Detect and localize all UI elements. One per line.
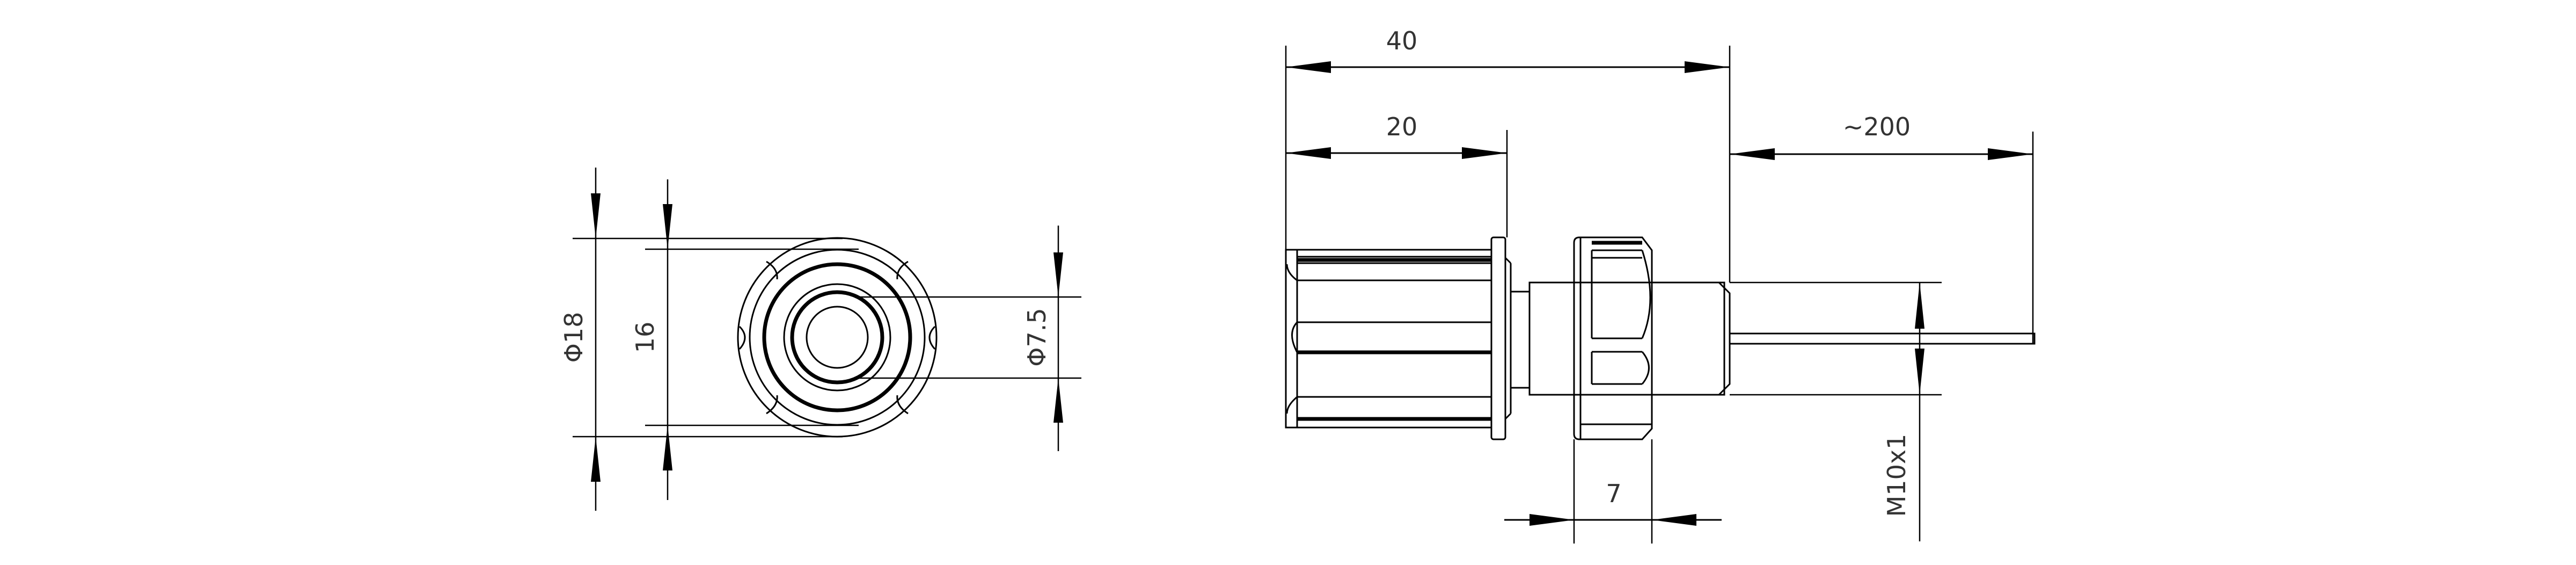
knob-flange	[1490, 236, 1512, 440]
front-view: Φ18 16 Φ7.5	[559, 168, 1081, 511]
dim-thread: M10x1	[1730, 281, 1942, 541]
knurl-notches	[738, 260, 936, 415]
knob-body	[1285, 249, 1492, 429]
dim-label-outer-diameter: Φ18	[559, 312, 588, 363]
dim-label-wire-length: ~200	[1843, 112, 1911, 141]
hex-nut	[1573, 236, 1653, 440]
dim-label-inner-height: 16	[631, 322, 660, 353]
wire-lead	[1729, 332, 2036, 345]
dim-knob-length: 20	[1286, 112, 1508, 237]
dim-wire-length: ~200	[1730, 112, 2034, 344]
stub	[1510, 291, 1531, 389]
dim-bore-diameter: Φ7.5	[859, 226, 1081, 451]
dim-label-overall-length: 40	[1386, 26, 1418, 55]
front-view-rings	[737, 237, 938, 438]
side-view: 40 20 ~200 7	[1285, 26, 2036, 544]
dim-label-bore-diameter: Φ7.5	[1022, 308, 1051, 366]
dim-inner-height: 16	[631, 179, 859, 500]
dim-overall-length: 40	[1285, 26, 1731, 282]
dim-label-knob-length: 20	[1386, 112, 1418, 141]
dim-outer-diameter: Φ18	[559, 168, 843, 511]
dim-nut-width: 7	[1504, 439, 1722, 544]
dim-label-nut-width: 7	[1606, 479, 1621, 508]
dim-label-thread: M10x1	[1882, 434, 1911, 517]
